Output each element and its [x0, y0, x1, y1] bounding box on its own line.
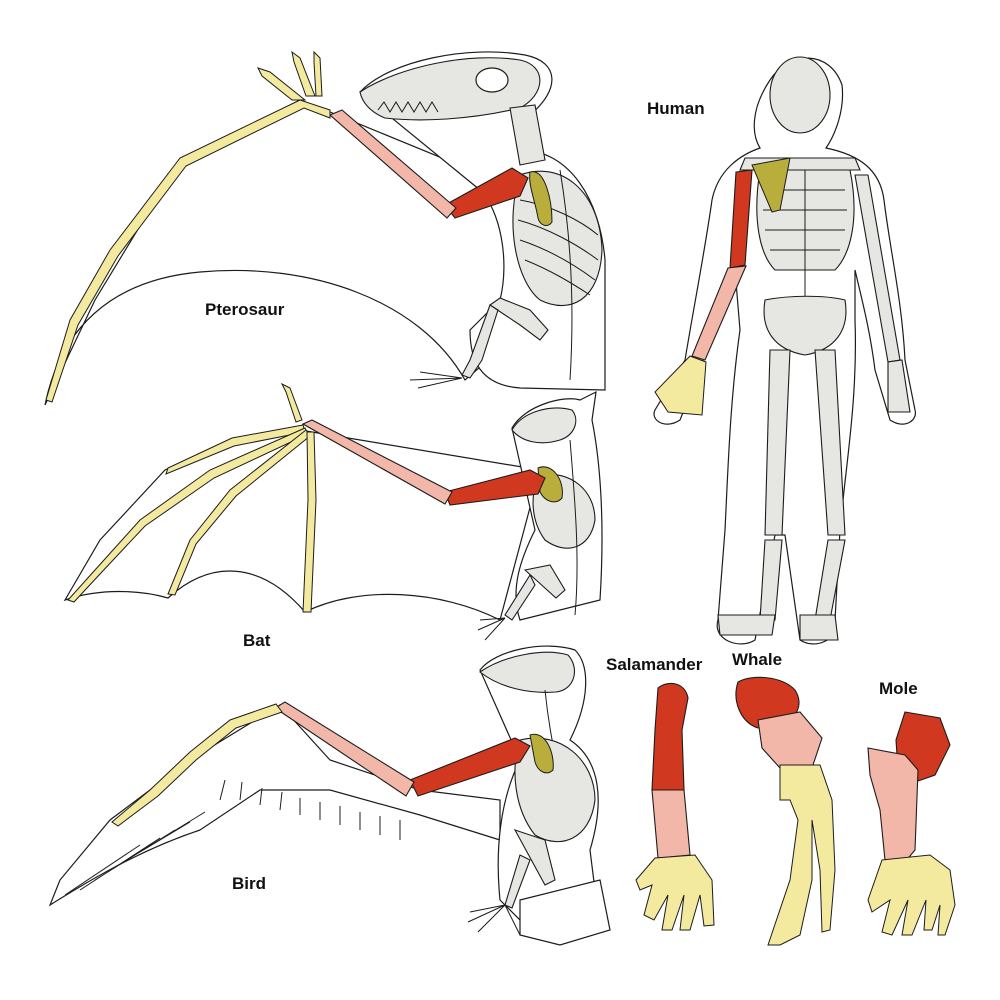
human-humerus [729, 169, 753, 269]
pterosaur-humerus [444, 167, 529, 219]
label-pterosaur: Pterosaur [205, 300, 285, 319]
bat-finger-2 [67, 427, 309, 603]
label-human: Human [647, 99, 705, 118]
bat-humerus [444, 469, 546, 506]
label-whale: Whale [732, 650, 783, 669]
salamander-hand [635, 854, 715, 931]
bat-foot [477, 617, 506, 641]
bat-scapula [537, 466, 563, 503]
pterosaur-scapula [529, 171, 553, 226]
human-feet [717, 614, 839, 641]
label-salamander: Salamander [606, 655, 703, 674]
human-scapula [751, 157, 791, 213]
bird-ribcage [514, 737, 596, 843]
bat-skeleton [63, 382, 603, 641]
bat-thumb [280, 382, 303, 423]
pterosaur-skeleton [44, 50, 606, 406]
pterosaur-body-outline [359, 51, 606, 391]
pterosaur-leg [461, 297, 549, 379]
pterosaur-neck [509, 104, 546, 166]
bird-humerus [409, 737, 531, 797]
human-left-hand [887, 359, 911, 413]
salamander-limb [635, 682, 715, 931]
bird-hand [111, 703, 283, 827]
salamander-humerus [651, 682, 689, 791]
bird-skeleton [48, 645, 611, 946]
bird-wing-feathers [48, 704, 501, 907]
label-bird: Bird [232, 874, 266, 893]
bird-leg [504, 829, 556, 909]
bird-feather-lines [64, 779, 401, 896]
pterosaur-ribs [517, 199, 599, 296]
bat-leg [504, 564, 566, 621]
whale-radius-ulna [757, 711, 823, 769]
human-skull [769, 56, 831, 134]
human-radius-ulna [691, 265, 747, 361]
pterosaur-wing-finger [45, 99, 331, 403]
bat-spine [569, 439, 578, 616]
label-mole: Mole [879, 679, 918, 698]
human-hand [654, 355, 707, 416]
label-bat: Bat [243, 631, 271, 650]
bat-finger-3 [167, 429, 311, 596]
bat-radius-ulna [301, 419, 453, 505]
whale-flipper [735, 676, 836, 946]
bat-finger-4 [302, 431, 317, 613]
human-skeleton [653, 56, 916, 645]
bird-tail-feathers [519, 879, 611, 946]
human-pelvis [763, 295, 847, 356]
salamander-radius-ulna [651, 789, 691, 859]
whale-hand [767, 764, 836, 946]
pterosaur-teeth [377, 101, 439, 113]
mole-radius-ulna [867, 747, 919, 863]
mole-limb [867, 711, 956, 936]
bird-foot [467, 904, 521, 936]
bat-skull [511, 407, 577, 444]
pterosaur-eye-socket [475, 67, 509, 93]
pterosaur-claws [257, 50, 323, 101]
pterosaur-foot [409, 371, 463, 389]
bird-radius-ulna [273, 701, 415, 797]
bird-scapula [529, 733, 554, 774]
bird-skull [479, 651, 576, 693]
human-legs [759, 349, 846, 621]
pterosaur-radius-ulna [328, 109, 457, 219]
mole-hand [867, 854, 956, 936]
pterosaur-spine [559, 169, 573, 381]
